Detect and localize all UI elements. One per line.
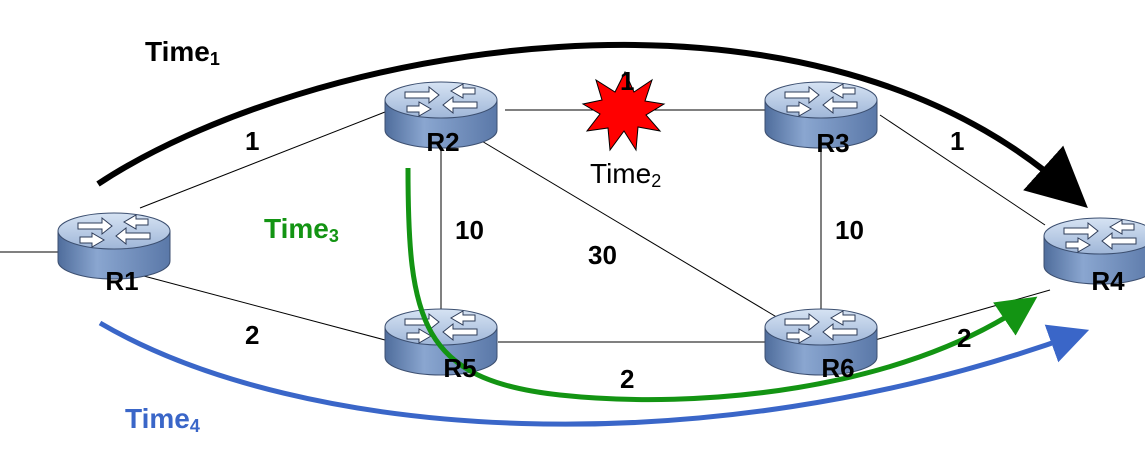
link-r2-r6: [479, 139, 791, 326]
label-time1: Time1: [145, 36, 220, 69]
cost-r3-r4: 1: [950, 126, 965, 156]
link-r1-r2: [139, 111, 386, 209]
link-failure-burst: [581, 70, 666, 152]
cost-r2-r3: 1: [620, 66, 635, 96]
link-r1-r5: [139, 274, 386, 341]
router-label-r5: R5: [443, 353, 477, 383]
cost-r3-r6: 10: [835, 215, 864, 245]
label-time3: Time3: [264, 213, 339, 246]
router-label-r3: R3: [816, 128, 850, 158]
router-label-r4: R4: [1091, 266, 1125, 296]
cost-r5-r6: 2: [620, 364, 635, 394]
cost-r1-r5: 2: [245, 320, 260, 350]
cost-r2-r6: 30: [588, 240, 617, 270]
link-r3-r4: [879, 114, 1046, 226]
router-label-r1: R1: [105, 266, 139, 296]
router-label-r6: R6: [821, 353, 855, 383]
cost-r6-r4: 2: [957, 323, 972, 353]
router-label-r2: R2: [426, 127, 460, 157]
router-r5: [384, 308, 498, 376]
path-time4-curve: [98, 320, 1090, 427]
path-time1-curve: [96, 41, 1088, 208]
cost-r1-r2: 1: [245, 126, 260, 156]
path-time3-curve: [405, 167, 1038, 403]
label-time2: Time2: [590, 158, 662, 191]
label-time4: Time4: [125, 403, 200, 436]
cost-r2-r5: 10: [455, 215, 484, 245]
